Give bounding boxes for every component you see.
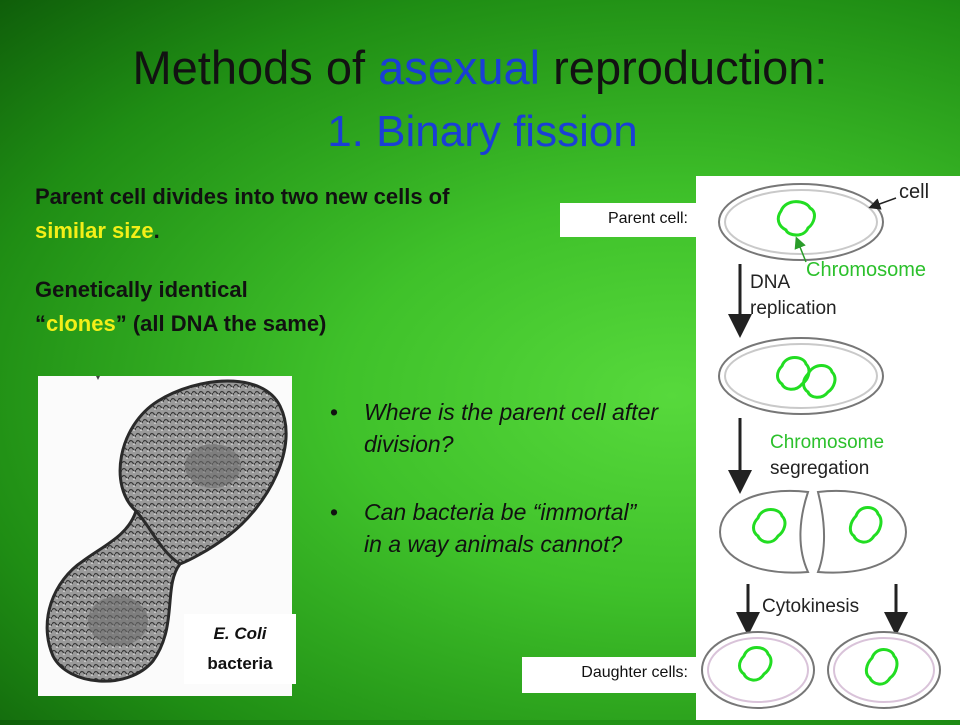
step-cytokinesis: Cytokinesis xyxy=(762,596,859,617)
step-chromosome: Chromosome xyxy=(770,432,884,453)
p2-quote-open: “ xyxy=(35,311,46,336)
micrograph-image xyxy=(38,376,292,696)
bullet-dot: • xyxy=(330,499,339,525)
question-text: Can bacteria be “immortal” in a way anim… xyxy=(364,499,637,557)
daughter-cell-1 xyxy=(701,631,815,709)
chromosome-label: Chromosome xyxy=(806,259,926,281)
step-replication: replication xyxy=(750,298,837,319)
p2-quote-close: ” xyxy=(115,311,127,336)
fission-diagram-svg: cell Chromosome DNA replication Chromoso… xyxy=(701,181,941,709)
title-highlight: asexual xyxy=(378,41,541,94)
paragraph-parent-cell-divides: Parent cell divides into two new cells o… xyxy=(35,180,495,248)
p1-highlight: similar size xyxy=(35,218,154,243)
replicated-cell-shape xyxy=(718,337,884,415)
title-prefix: Methods of xyxy=(132,41,379,94)
daughter-cell-2 xyxy=(827,631,941,709)
micrograph-caption: E. Coli bacteria xyxy=(184,614,296,684)
paragraph-genetically-identical: Genetically identical “clones” (all DNA t… xyxy=(35,273,505,341)
daughter-cells-label: Daughter cells: xyxy=(522,657,696,693)
p1-text-before: Parent cell divides into two new cells o… xyxy=(35,184,450,209)
parent-cell-label: Parent cell: xyxy=(560,203,696,237)
slide-title: Methods of asexual reproduction: xyxy=(0,40,960,96)
cell-label: cell xyxy=(899,181,929,203)
question-list: • Where is the parent cell after division… xyxy=(330,396,660,596)
question-text: Where is the parent cell after division? xyxy=(364,399,659,457)
caption-species: E. Coli xyxy=(213,624,267,643)
caption-type: bacteria xyxy=(207,654,273,673)
ecoli-micrograph xyxy=(38,376,292,696)
title-suffix: reproduction: xyxy=(540,41,828,94)
step-dna: DNA xyxy=(750,272,790,293)
parent-cell-shape xyxy=(718,183,884,261)
binary-fission-diagram: cell Chromosome DNA replication Chromoso… xyxy=(696,176,960,720)
question-item: • Can bacteria be “immortal” in a way ani… xyxy=(330,496,660,560)
parent-chromosome xyxy=(776,200,816,237)
step-segregation: segregation xyxy=(770,458,869,479)
slide-subtitle: 1. Binary fission xyxy=(327,107,638,156)
question-item: • Where is the parent cell after division… xyxy=(330,396,660,460)
p1-text-after: . xyxy=(153,218,160,243)
p2-line1: Genetically identical xyxy=(35,277,248,302)
bullet-dot: • xyxy=(330,399,339,425)
p2-highlight: clones xyxy=(46,311,116,336)
p2-text-after: (all DNA the same) xyxy=(126,311,327,336)
